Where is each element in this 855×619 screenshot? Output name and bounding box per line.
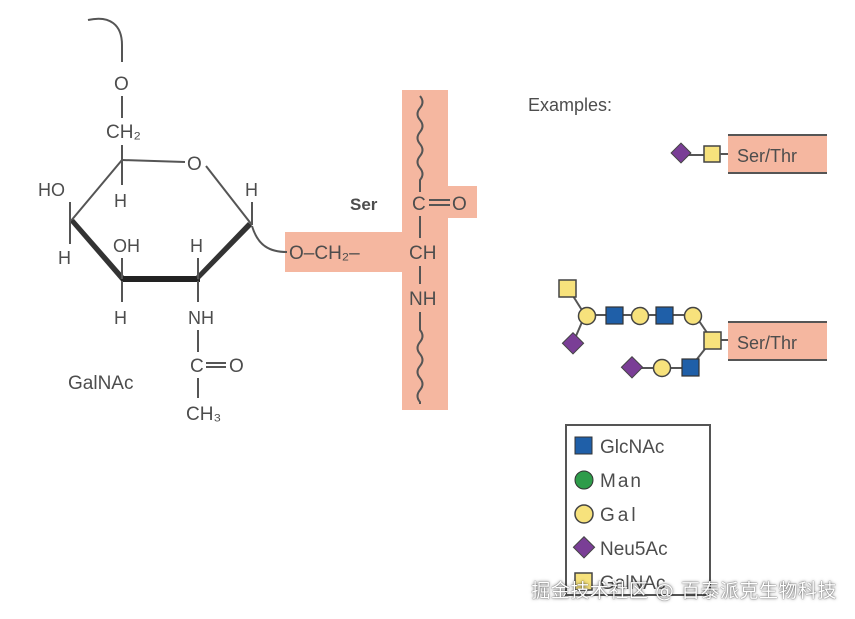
serine-peptide: C O Ser O–CH₂– CH NH (251, 90, 477, 410)
green-circle-icon (574, 470, 594, 490)
h-c1-label: H (245, 180, 258, 200)
oh-label: OH (113, 236, 140, 256)
purple-diamond-icon (572, 535, 596, 559)
ser-thr-label-2: Ser/Thr (737, 333, 797, 353)
ho-label: HO (38, 180, 65, 200)
ring-wedge-left (70, 219, 124, 281)
gal-circle-icon (630, 306, 650, 326)
gal-circle-icon (577, 306, 597, 326)
attachment-bond (87, 17, 123, 62)
carbonyl-c-label: C (190, 356, 204, 377)
neu5ac-diamond-icon (670, 142, 692, 164)
nh-label: NH (188, 308, 214, 328)
ser-carbonyl-o: O (452, 194, 467, 215)
gal-circle-icon (652, 358, 672, 378)
gal-circle-icon (683, 306, 703, 326)
carbonyl-highlight (402, 186, 477, 218)
legend-label-glcnac: GlcNAc (600, 437, 664, 458)
ser-ch-label: CH (409, 243, 436, 264)
galnac-structure: O CH₂ O H H HO H OH H H NH C O CH₃ (38, 17, 258, 425)
h-c4-label: H (58, 248, 71, 268)
watermark-text: 掘金技术社区 @ 百泰派克生物科技 (531, 580, 837, 602)
glcnac-square-icon (655, 306, 674, 325)
h-c2-label: H (190, 236, 203, 256)
ser-nh-label: NH (409, 289, 436, 310)
galnac-name: GalNAc (68, 373, 133, 394)
glcnac-square-icon (681, 358, 700, 377)
carbonyl-o-label: O (229, 356, 244, 377)
glcnac-square-icon (605, 306, 624, 325)
example-1: Ser/Thr (670, 134, 827, 174)
backbone-wave-bottom (416, 312, 424, 404)
symbol-legend: GlcNAc Man Gal Neu5Ac GalNAc (565, 424, 711, 596)
ring-wedge-right (196, 222, 252, 281)
ser-thr-label-1: Ser/Thr (737, 146, 797, 166)
legend-label-man: Man (600, 471, 643, 492)
top-oxygen-label: O (114, 74, 129, 95)
legend-label-gal: Gal (600, 505, 639, 526)
ch3-label: CH₃ (186, 404, 221, 425)
legend-label-neu5ac: Neu5Ac (600, 539, 668, 560)
neu5ac-diamond-icon (620, 355, 644, 379)
ch2-label: CH₂ (106, 122, 141, 143)
ring-oxygen-label: O (187, 154, 202, 175)
examples-title: Examples: (528, 95, 612, 115)
ser-carbonyl-c: C (412, 194, 426, 215)
ser-thr-box (728, 322, 827, 360)
yellow-square-icon (574, 572, 593, 591)
examples-section: Examples: Ser/Thr (528, 95, 827, 379)
galnac-square-icon (703, 331, 722, 350)
ser-sidechain-highlight (285, 232, 448, 272)
galnac-square-icon (558, 279, 577, 298)
ser-name-label: Ser (350, 195, 378, 214)
backbone-wave-top (416, 95, 424, 192)
neu5ac-diamond-icon (561, 331, 585, 355)
ser-linker-label: O–CH₂– (289, 243, 360, 264)
h-c5-label: H (114, 191, 127, 211)
galnac-square-icon (703, 145, 721, 163)
h-c3-label: H (114, 308, 127, 328)
yellow-circle-icon (574, 504, 594, 524)
legend-label-galnac: GalNAc (600, 573, 665, 594)
glycosidic-bond (251, 225, 288, 253)
ser-thr-box (728, 135, 827, 173)
blue-square-icon (574, 436, 593, 455)
example-2: Ser/Thr (558, 279, 827, 379)
